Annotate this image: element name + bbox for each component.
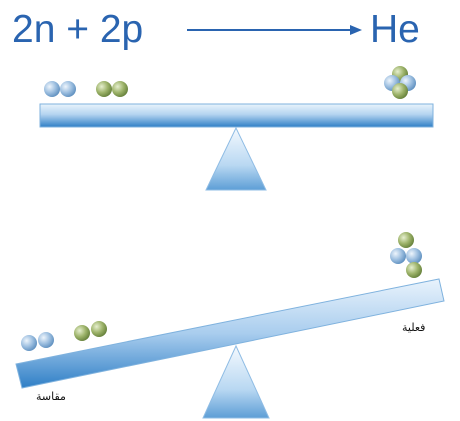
proton-2 xyxy=(112,81,128,97)
proton-3 xyxy=(74,325,90,341)
neutron-1 xyxy=(44,81,60,97)
reaction-arrow xyxy=(187,25,362,35)
fulcrum-top xyxy=(206,128,266,190)
beam-top xyxy=(40,104,433,127)
proton-1 xyxy=(96,81,112,97)
fulcrum-bottom xyxy=(203,346,269,418)
neutron-3 xyxy=(21,335,37,351)
proton-4 xyxy=(91,321,107,337)
helium-nucleus-top xyxy=(384,66,416,99)
separate-nucleons-bottom xyxy=(21,321,107,351)
neutron-2 xyxy=(60,81,76,97)
helium-nucleus-bottom xyxy=(390,232,422,278)
separate-nucleons-top xyxy=(44,81,128,97)
actual-mass-label: فعلية xyxy=(402,322,425,333)
expected-mass-label: مقاسة xyxy=(36,391,66,402)
neutron-4 xyxy=(38,332,54,348)
